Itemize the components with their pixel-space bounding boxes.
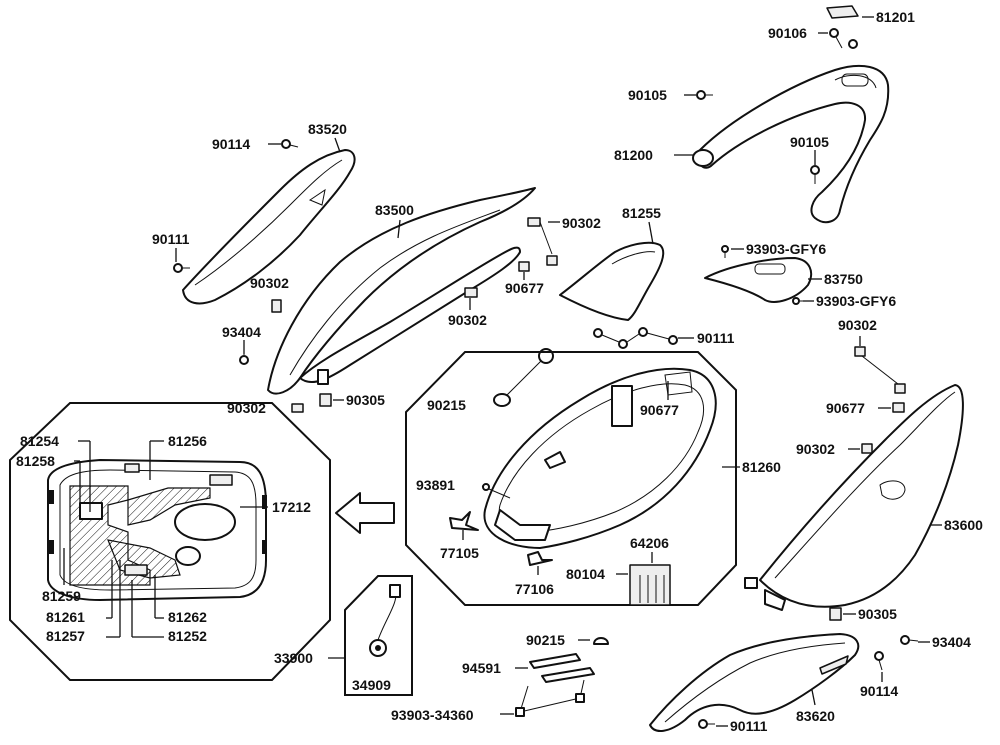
label-90677-b: 90677: [640, 402, 679, 418]
label-81252: 81252: [168, 628, 207, 644]
label-80104: 80104: [566, 566, 605, 582]
label-81258: 81258: [16, 453, 55, 469]
side-panel-83600: [744, 384, 964, 611]
label-90302-c: 90302: [448, 312, 487, 328]
label-17212: 17212: [272, 499, 311, 515]
label-81260: 81260: [742, 459, 781, 475]
label-90114-b: 90114: [860, 683, 898, 699]
rear-carrier-81200: [692, 64, 890, 224]
label-90305-b: 90305: [858, 606, 897, 622]
label-90105-a: 90105: [628, 87, 667, 103]
side-cover-83520: [182, 149, 356, 305]
label-81256: 81256: [168, 433, 207, 449]
label-93891: 93891: [416, 477, 455, 493]
label-90302-b: 90302: [250, 275, 289, 291]
cap-90215-b: [593, 637, 609, 645]
label-77105: 77105: [440, 545, 479, 561]
clip-77106: [527, 551, 553, 566]
label-90677-a: 90677: [505, 280, 544, 296]
clip-90677-c: [892, 402, 905, 413]
label-81261: 81261: [46, 609, 85, 625]
side-cover-83620: [649, 633, 860, 732]
label-90302-e: 90302: [838, 317, 877, 333]
label-64206: 64206: [630, 535, 669, 551]
label-81255: 81255: [622, 205, 661, 221]
label-90677-c: 90677: [826, 400, 865, 416]
clip-90302-a: [527, 217, 558, 266]
screw-90114-b: [874, 651, 884, 671]
label-83620: 83620: [796, 708, 835, 724]
label-33900: 33900: [274, 650, 313, 666]
label-83750: 83750: [824, 271, 863, 287]
screw-90105-right: [810, 165, 820, 184]
label-90106: 90106: [768, 25, 807, 41]
label-90302-a: 90302: [562, 215, 601, 231]
body-cover-83500: [267, 187, 536, 395]
screw-93404-b: [900, 635, 919, 645]
bracket-93903-34360: [515, 679, 585, 717]
screw-93903-a: [721, 245, 729, 258]
label-77106: 77106: [515, 581, 554, 597]
strap-94591: [529, 653, 595, 683]
label-81200: 81200: [614, 147, 653, 163]
cover-83750: [704, 257, 813, 303]
label-90215-b: 90215: [526, 632, 565, 648]
screw-90111-c: [698, 719, 715, 729]
clip-90305-a: [319, 393, 332, 407]
screw-90111-a: [173, 263, 190, 273]
label-81257: 81257: [46, 628, 85, 644]
label-90114-a: 90114: [212, 136, 250, 152]
clip-77105: [449, 511, 479, 531]
clip-90677-a: [518, 261, 530, 272]
label-90215-a: 90215: [427, 397, 466, 413]
arrow-left-icon: [335, 492, 395, 534]
seat-box-octagon: [405, 351, 737, 606]
label-81262: 81262: [168, 609, 207, 625]
screw-90114-a: [281, 139, 299, 149]
emblem-81201: [826, 5, 859, 19]
clip-90302-c: [464, 287, 478, 298]
label-83500: 83500: [375, 202, 414, 218]
inset-octagon: [9, 402, 331, 681]
label-34909: 34909: [352, 677, 391, 693]
clip-90305-b: [829, 607, 842, 621]
clip-90302-f: [861, 443, 873, 454]
label-94591: 94591: [462, 660, 501, 676]
label-90111-c: 90111: [730, 718, 768, 734]
cap-90215-a: [493, 348, 554, 407]
label-83600: 83600: [944, 517, 983, 533]
label-83520: 83520: [308, 121, 347, 137]
clip-93891: [481, 483, 511, 499]
clip-90302-d: [291, 403, 304, 413]
label-90305-a: 90305: [346, 392, 385, 408]
screw-93903-b: [792, 297, 805, 305]
screw-90105-top: [696, 90, 713, 100]
label-90111-a: 90111: [152, 231, 190, 247]
clip-90302-e: [854, 346, 906, 394]
label-90111-b: 90111: [697, 330, 735, 346]
screws-90111-b: [593, 327, 678, 349]
label-81201: 81201: [876, 9, 915, 25]
label-93903-a: 93903-GFY6: [746, 241, 826, 257]
label-81259: 81259: [42, 588, 81, 604]
label-93903-c: 93903-34360: [391, 707, 474, 723]
label-90105-b: 90105: [790, 134, 829, 150]
screw-90106: [829, 28, 858, 49]
clip-90302-b: [271, 299, 282, 313]
label-90302-f: 90302: [796, 441, 835, 457]
flap-81255: [559, 241, 665, 321]
label-93404-b: 93404: [932, 634, 971, 650]
label-93404-a: 93404: [222, 324, 261, 340]
lamp-33900-box: [344, 575, 413, 696]
battery-80104: [629, 564, 671, 606]
label-93903-b: 93903-GFY6: [816, 293, 896, 309]
label-81254: 81254: [20, 433, 59, 449]
